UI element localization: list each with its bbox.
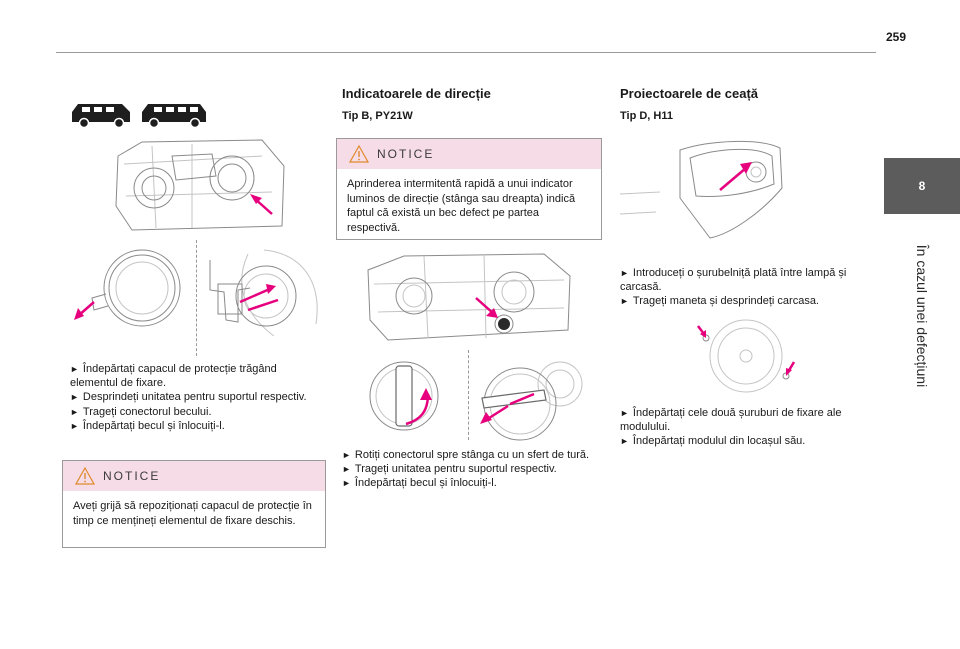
middle-steps: ►Rotiți conectorul spre stânga cu un sfe… [342,448,598,491]
step-text: Desprindeți unitatea pentru suportul res… [82,391,307,404]
step: ►Îndepărtați capacul de protecție trăgân… [70,362,320,390]
step-text: Îndepărtați modulul din locașul său. [632,435,806,448]
notice-header: NOTICE [63,461,325,491]
chapter-tab[interactable]: 8 [884,158,960,214]
fog-lamp-housing-illustration [620,140,783,239]
step-text: Îndepărtați becul și înlocuiți-l. [354,477,497,490]
subheading-fog-lamps: Tip D, H11 [620,110,673,122]
step-text: Îndepărtați becul și înlocuiți-l. [82,419,225,432]
section-heading-indicators: Indicatoarele de direcție [342,86,491,101]
step-text: Trageți unitatea pentru suportul respect… [354,463,557,476]
chapter-title: În cazul unei defecțiuni [914,244,930,388]
step-text: Îndepărtați capacul de protecție trăgând… [70,363,277,390]
middle-divider [468,350,469,440]
subheading-indicators: Tip B, PY21W [342,110,413,122]
bulb-connector-illustration [209,249,318,337]
car-icon-short [72,104,130,129]
bullet-arrow: ► [70,364,79,374]
bullet-arrow: ► [342,464,351,475]
unit-removal-illustration [480,361,583,441]
step: ►Îndepărtați becul și înlocuiți-l. [342,476,598,490]
warning-icon [75,467,95,485]
left-divider [196,240,197,356]
step-text: Trageți conectorul becului. [82,405,212,418]
bullet-arrow: ► [70,406,79,417]
step: ►Îndepărtați modulul din locașul său. [620,434,870,448]
notice-box-left: NOTICE Aveți grijă să repoziționați capa… [62,460,326,548]
step-text: Îndepărtați cele două șuruburi de fixare… [620,407,842,434]
step: ►Trageți unitatea pentru suportul respec… [342,462,598,476]
page-number: 259 [886,30,907,44]
step-text: Rotiți conectorul spre stânga cu un sfer… [354,449,590,461]
header-rule [56,52,876,53]
step: ►Desprindeți unitatea pentru suportul re… [70,390,320,404]
right-steps-a: ►Introduceți o șurubelniță plată între l… [620,266,870,309]
left-steps: ►Îndepărtați capacul de protecție trăgân… [70,362,320,433]
step-text: Introduceți o șurubelniță plată între la… [620,267,847,294]
notice-title: NOTICE [377,147,435,161]
bullet-arrow: ► [620,436,629,447]
right-steps-b: ►Îndepărtați cele două șuruburi de fixar… [620,406,870,449]
headlamp-rear-illustration [115,139,285,231]
step: ►Rotiți conectorul spre stânga cu un sfe… [342,448,598,462]
connector-rotate-illustration [369,361,439,431]
chapter-number: 8 [918,179,926,193]
headlamp-unit-illustration [367,253,571,341]
step: ►Îndepărtați becul și înlocuiți-l. [70,419,320,433]
notice-header: NOTICE [337,139,601,169]
warning-icon [349,145,369,163]
notice-text: Aveți grijă să repoziționați capacul de … [73,500,312,527]
bullet-arrow: ► [342,450,351,460]
bullet-arrow: ► [620,296,629,307]
protection-cap-illustration [74,249,181,327]
vehicle-icons [72,104,206,129]
bullet-arrow: ► [620,408,629,418]
fog-lamp-module-illustration [697,319,796,393]
step: ►Îndepărtați cele două șuruburi de fixar… [620,406,870,434]
step: ►Trageți conectorul becului. [70,405,320,419]
bullet-arrow: ► [620,268,629,278]
step: ►Introduceți o șurubelniță plată între l… [620,266,870,294]
step-text: Trageți maneta și desprindeți carcasa. [632,295,819,308]
step: ►Trageți maneta și desprindeți carcasa. [620,294,870,308]
notice-text: Aprinderea intermitentă rapidă a unui in… [347,178,576,234]
bullet-arrow: ► [70,392,79,403]
bullet-arrow: ► [342,478,351,489]
notice-title: NOTICE [103,469,161,483]
notice-box-middle: NOTICE Aprinderea intermitentă rapidă a … [336,138,602,240]
bullet-arrow: ► [70,420,79,431]
car-icon-long [142,104,206,129]
section-heading-fog-lamps: Proiectoarele de ceață [620,86,759,101]
chapter-title-wrap: În cazul unei defecțiuni [884,216,960,416]
